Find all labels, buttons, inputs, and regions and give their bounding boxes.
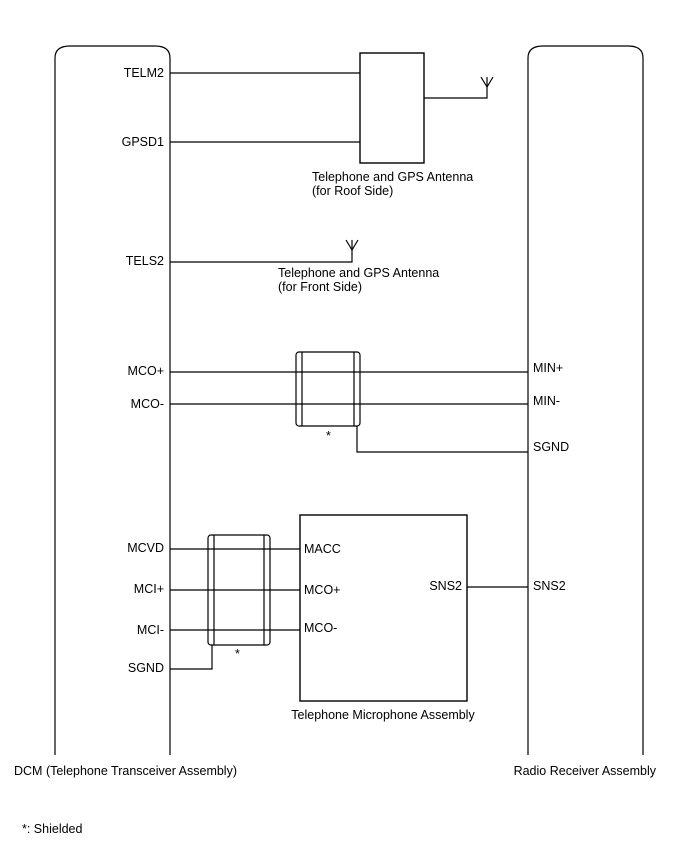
footnote: *: Shielded bbox=[22, 822, 83, 836]
radio-module-body bbox=[527, 45, 644, 755]
upper-shield-outer bbox=[295, 351, 361, 427]
roof-antenna-box bbox=[359, 52, 425, 164]
dcm-pin-mci-plus: MCI+ bbox=[134, 582, 164, 596]
dcm-pin-sgnd: SGND bbox=[128, 661, 164, 675]
front-antenna-label-line1: Telephone and GPS Antenna bbox=[278, 266, 439, 280]
upper-shield-drain-wire bbox=[356, 426, 528, 453]
dcm-pin-mco-plus: MCO+ bbox=[128, 364, 164, 378]
tels2-wire bbox=[170, 250, 353, 263]
dcm-pin-gpsd1: GPSD1 bbox=[122, 135, 164, 149]
mic-pin-mco-plus: MCO+ bbox=[304, 583, 340, 597]
dcm-pin-mco-minus: MCO- bbox=[131, 397, 164, 411]
mic-pin-macc: MACC bbox=[304, 542, 341, 556]
dcm-module-body bbox=[54, 45, 171, 755]
dcm-pin-tels2: TELS2 bbox=[126, 254, 164, 268]
radio-pin-min-plus: MIN+ bbox=[533, 361, 563, 375]
dcm-pin-mci-minus: MCI- bbox=[137, 623, 164, 637]
front-antenna-icon bbox=[345, 239, 359, 252]
mic-pin-sns2: SNS2 bbox=[429, 579, 462, 593]
radio-module-label: Radio Receiver Assembly bbox=[514, 764, 657, 778]
dcm-pin-telm2: TELM2 bbox=[124, 66, 164, 80]
radio-pin-sns2: SNS2 bbox=[533, 579, 566, 593]
upper-shield-mark: * bbox=[326, 429, 331, 443]
lower-shield-drain-wire bbox=[170, 645, 213, 670]
radio-pin-min-minus: MIN- bbox=[533, 394, 560, 408]
roof-antenna-label-line1: Telephone and GPS Antenna bbox=[312, 170, 473, 184]
roof-antenna-feed bbox=[424, 87, 488, 99]
dcm-pin-mcvd: MCVD bbox=[127, 541, 164, 555]
mic-pin-mco-minus: MCO- bbox=[304, 621, 337, 635]
lower-shield-mark: * bbox=[235, 647, 240, 661]
dcm-module-label: DCM (Telephone Transceiver Assembly) bbox=[14, 764, 237, 778]
radio-pin-sgnd: SGND bbox=[533, 440, 569, 454]
roof-antenna-label-line2: (for Roof Side) bbox=[312, 184, 393, 198]
roof-antenna-icon bbox=[480, 76, 494, 89]
microphone-box bbox=[299, 514, 468, 702]
front-antenna-label-line2: (for Front Side) bbox=[278, 280, 362, 294]
lower-shield-outer bbox=[207, 534, 271, 646]
microphone-label: Telephone Microphone Assembly bbox=[291, 708, 475, 722]
